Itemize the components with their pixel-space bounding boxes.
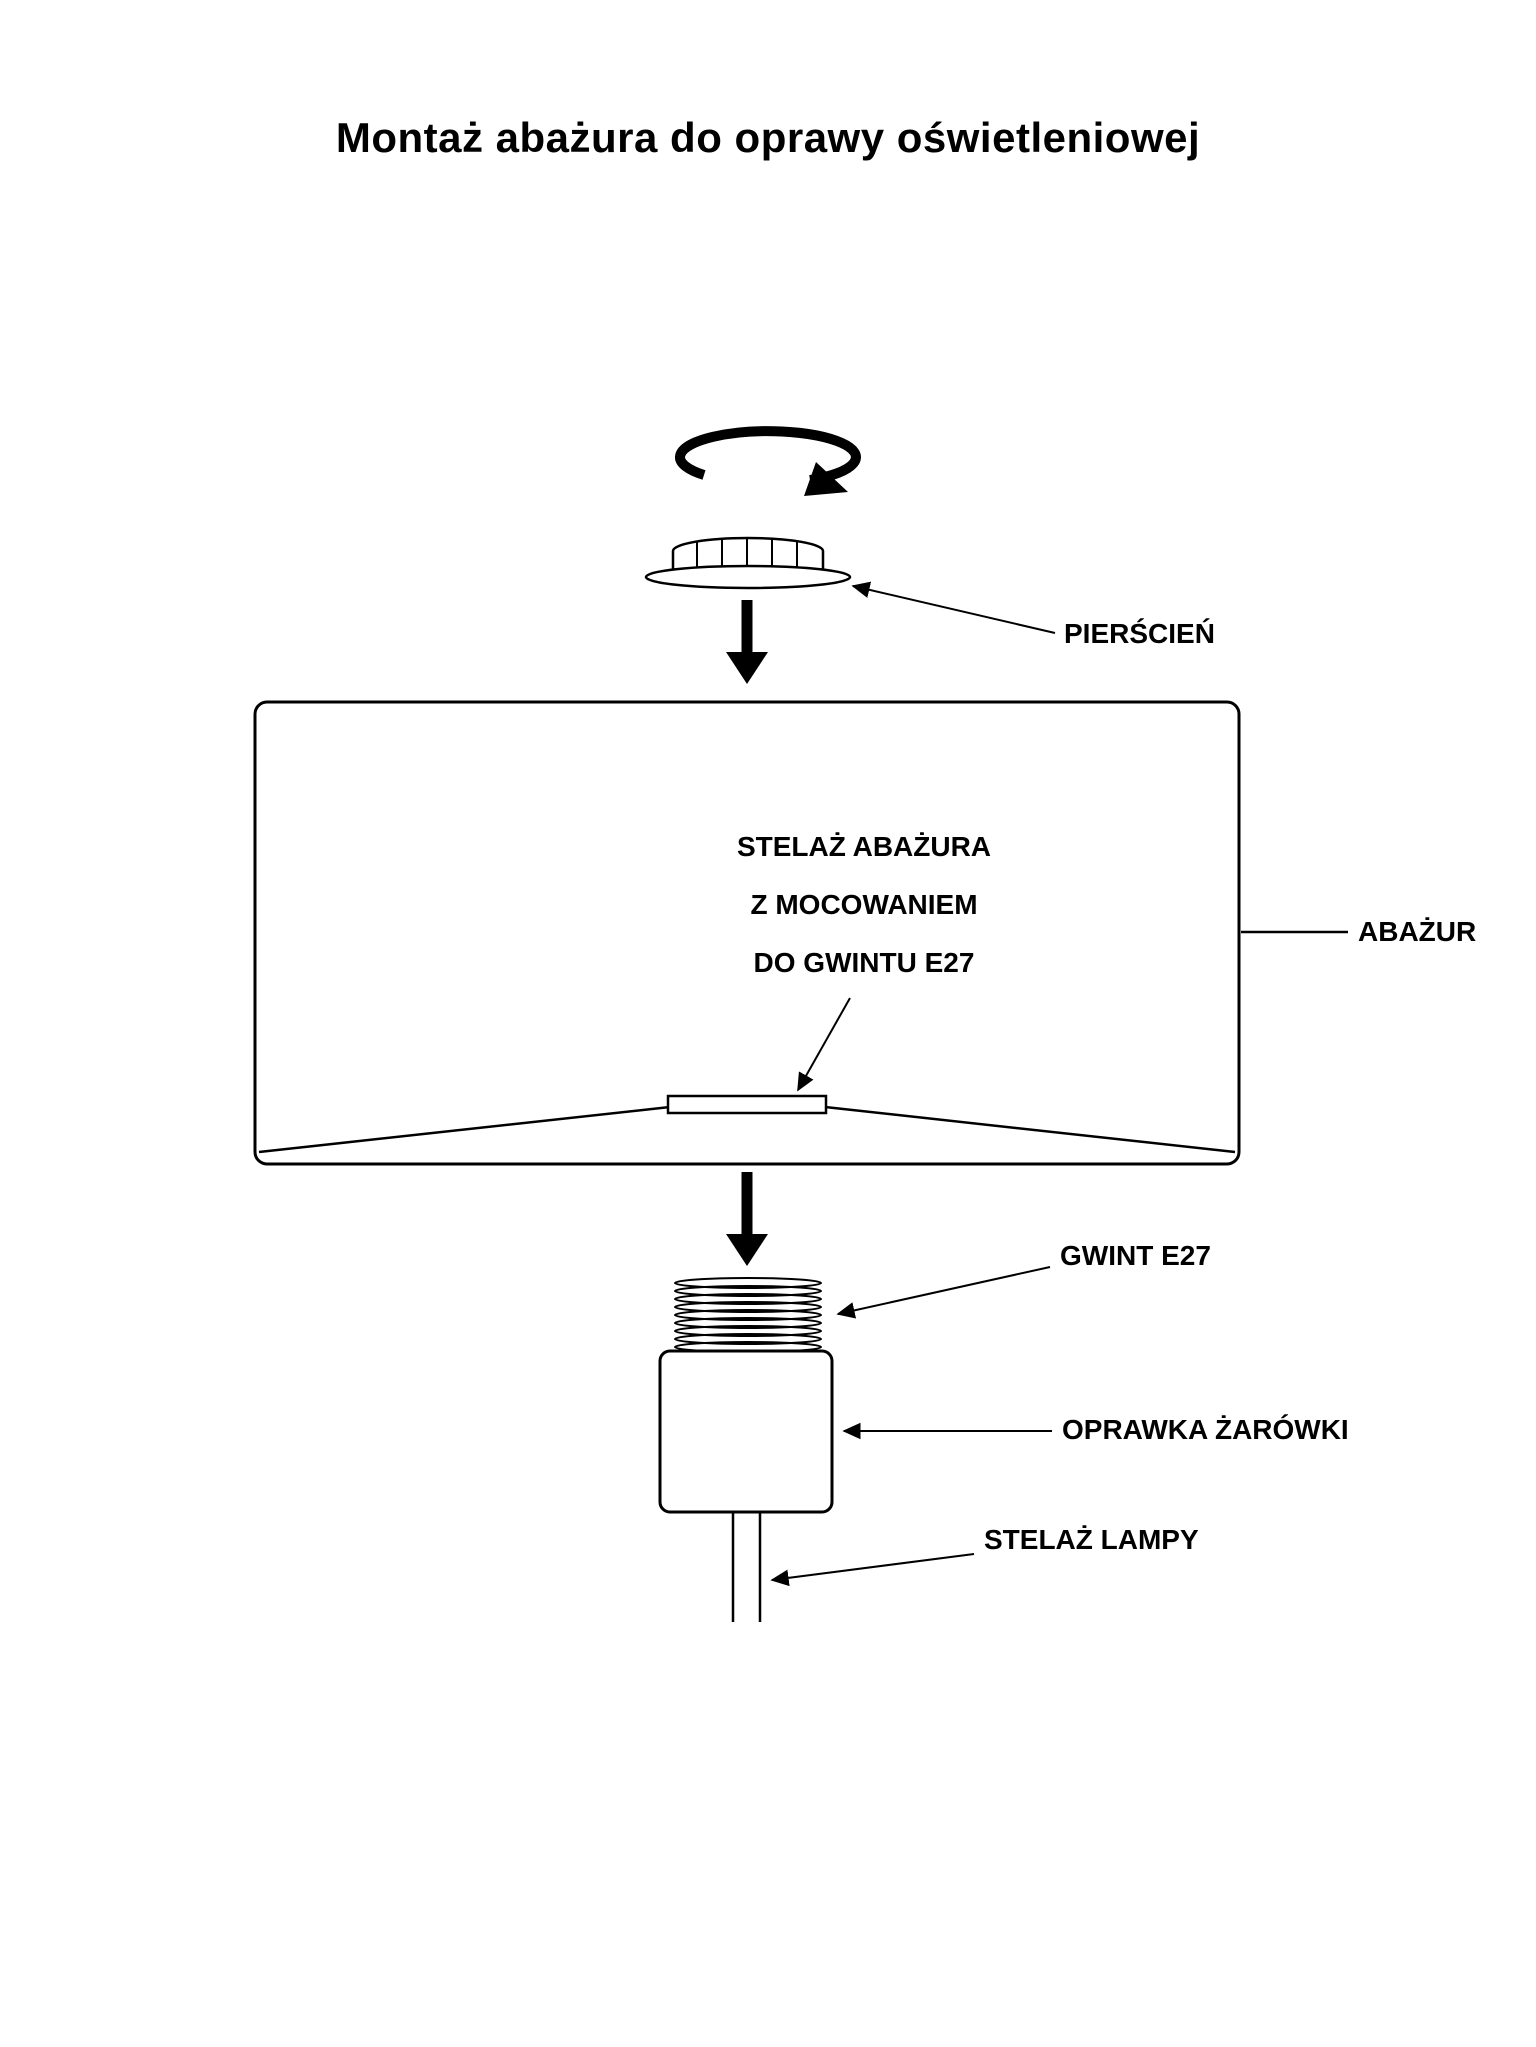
leader-thread [836, 1266, 1051, 1319]
label-ring: PIERŚCIEŃ [1064, 618, 1215, 649]
thread-stack [674, 1277, 822, 1353]
shade-frame-text-line3: DO GWINTU E27 [753, 947, 975, 978]
down-arrow-2-head [726, 1234, 768, 1266]
shade-frame-text-line1: STELAŻ ABAŻURA [736, 831, 992, 862]
label-thread: GWINT E27 [1060, 1240, 1211, 1271]
leader-shade-fitting [797, 997, 851, 1092]
shade-bottom-right-line [824, 1105, 1236, 1154]
rotation-arrow-head [804, 462, 848, 496]
shade-frame-text: STELAŻ ABAŻURA Z MOCOWANIEM DO GWINTU E2… [664, 818, 1064, 992]
lamp-rod [731, 1512, 762, 1622]
down-arrow-1-head [726, 652, 768, 684]
leader-ring [851, 581, 1056, 634]
rotation-arrow-arc [675, 426, 861, 485]
ring-plate [644, 564, 852, 590]
shade-frame-text-line2: Z MOCOWANIEM [750, 889, 978, 920]
socket-body [658, 1349, 834, 1514]
label-shade: ABAŻUR [1358, 916, 1477, 947]
lampshade-outline [253, 700, 1241, 1166]
shade-bottom-left-line [258, 1105, 671, 1154]
label-lamp-frame: STELAŻ LAMPY [984, 1524, 1199, 1555]
shade-fitting-rect [666, 1094, 828, 1115]
page-title: Montaż abażura do oprawy oświetleniowej [335, 114, 1201, 161]
label-socket: OPRAWKA ŻARÓWKI [1062, 1414, 1349, 1445]
leader-lamp-frame [770, 1553, 975, 1587]
